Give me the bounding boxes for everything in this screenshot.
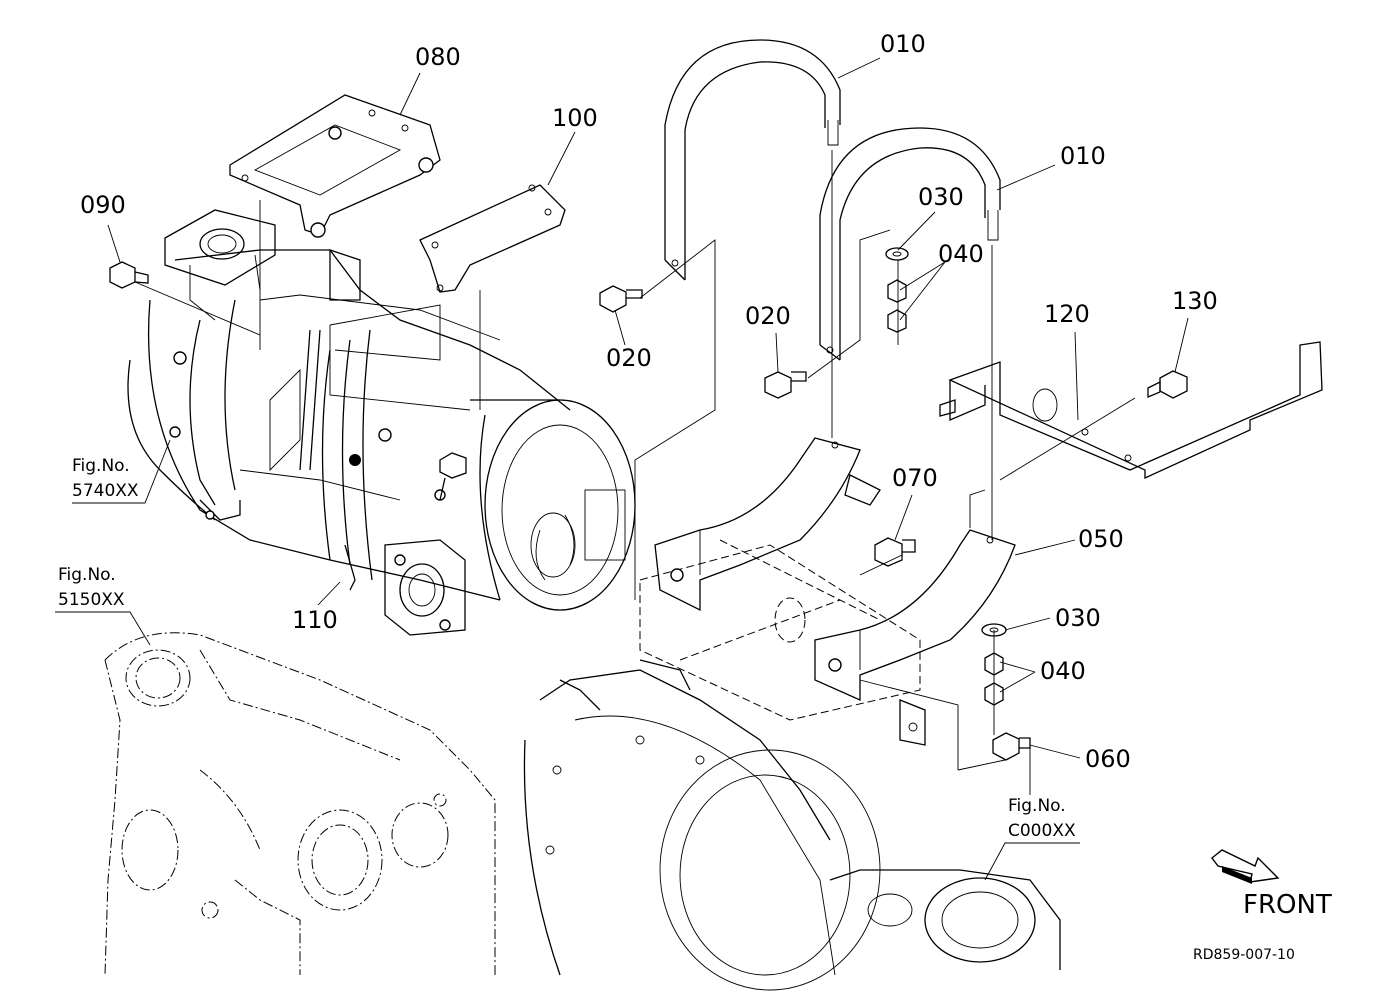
callout-040-upper: 040	[938, 240, 984, 268]
flywheel-housing-reference	[104, 632, 496, 976]
part-080-upper-bracket[interactable]	[229, 94, 441, 238]
callout-100: 100	[552, 104, 598, 132]
callout-010-front: 010	[880, 30, 926, 58]
figref-c000-label: Fig.No.	[1008, 796, 1066, 816]
part-090-bolt[interactable]	[109, 261, 149, 289]
callout-110: 110	[292, 606, 338, 634]
part-100-rear-bracket[interactable]	[419, 184, 566, 293]
leader-lines	[55, 57, 1189, 881]
part-020-bolt-a[interactable]	[599, 285, 643, 313]
assembly-guide-lines	[634, 150, 1136, 795]
dpf-muffler-assembly	[127, 200, 636, 636]
front-label: FRONT	[1243, 890, 1332, 920]
part-030-washer-a[interactable]	[885, 247, 909, 261]
part-050-support-bracket-right[interactable]	[814, 529, 1016, 746]
callout-030-lower: 030	[1055, 604, 1101, 632]
callout-080: 080	[415, 43, 461, 71]
figref-5740-label: Fig.No.	[72, 456, 130, 476]
transmission-case-reference	[523, 659, 1061, 991]
mounting-plate-dashed	[639, 539, 921, 721]
part-050-support-bracket-left[interactable]	[654, 437, 881, 612]
figref-5150-label: Fig.No.	[58, 565, 116, 585]
part-010-band-front[interactable]	[664, 39, 841, 281]
part-120-side-bracket[interactable]	[939, 341, 1323, 480]
part-110-bolt[interactable]	[439, 452, 467, 501]
part-070-bolt[interactable]	[874, 537, 916, 567]
drawing-reference-number: RD859-007-10	[1193, 947, 1295, 963]
figref-c000-number: C000XX	[1008, 821, 1076, 841]
callout-060: 060	[1085, 745, 1131, 773]
callout-130: 130	[1172, 287, 1218, 315]
callout-020-right: 020	[745, 302, 791, 330]
callout-090: 090	[80, 191, 126, 219]
figref-5150-number: 5150XX	[58, 590, 125, 610]
callout-040-lower: 040	[1040, 657, 1086, 685]
part-020-bolt-b[interactable]	[764, 371, 807, 399]
callout-120: 120	[1044, 300, 1090, 328]
part-130-bolt[interactable]	[1147, 370, 1188, 399]
figref-5740-number: 5740XX	[72, 481, 139, 501]
callout-070: 070	[892, 464, 938, 492]
callout-020-left: 020	[606, 344, 652, 372]
front-direction-arrow-icon	[1211, 849, 1280, 884]
callout-030-upper: 030	[918, 183, 964, 211]
callout-010-rear: 010	[1060, 142, 1106, 170]
part-040-nut-a2[interactable]	[887, 309, 907, 333]
part-040-nut-a1[interactable]	[887, 279, 907, 303]
callout-050: 050	[1078, 525, 1124, 553]
part-060-bolt[interactable]	[992, 732, 1031, 761]
